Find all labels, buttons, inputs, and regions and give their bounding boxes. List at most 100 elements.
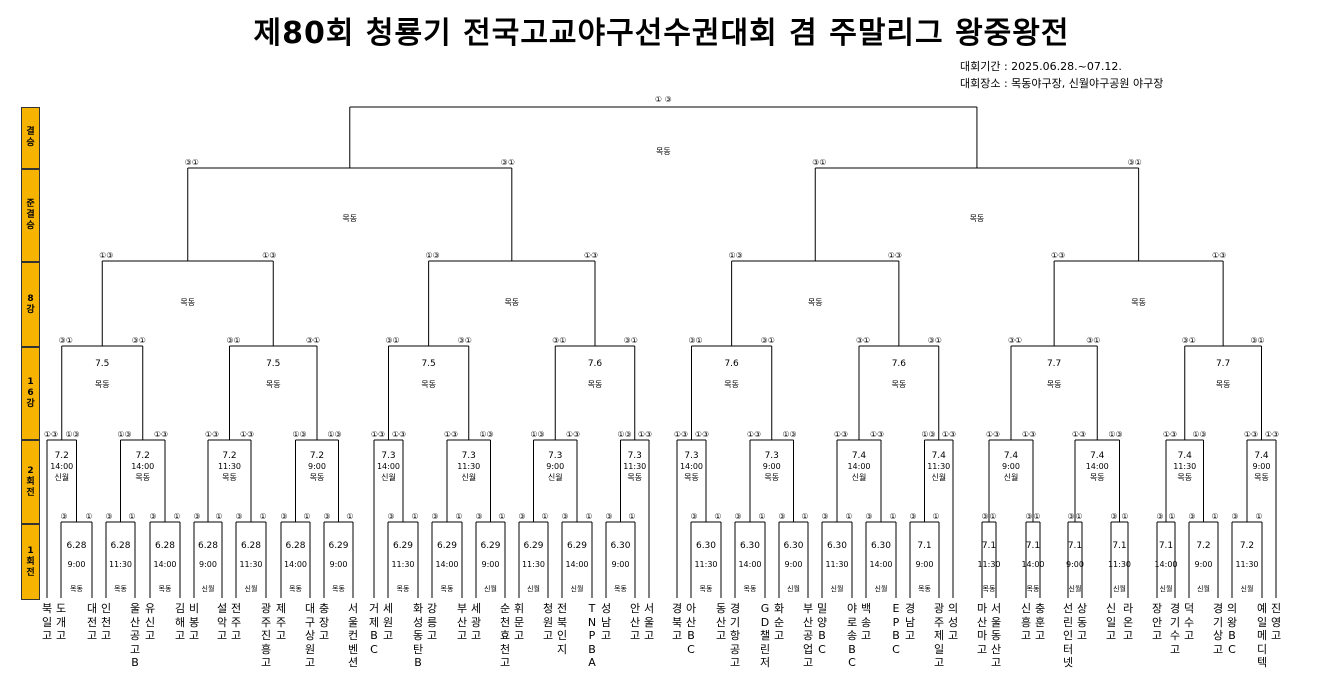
score-mark: ③: [1156, 512, 1163, 521]
score-mark: ①: [1033, 512, 1040, 521]
match-venue: 신월: [1113, 584, 1126, 593]
match-venue: 목동: [1090, 473, 1105, 482]
match-venue: 신월: [875, 584, 888, 593]
match-venue: 신월: [1004, 472, 1019, 482]
match-time: 9:00: [482, 560, 500, 569]
match-date: 7.4: [1004, 451, 1019, 461]
score-mark: ③①: [928, 336, 942, 345]
match-venue: 신월: [461, 472, 476, 482]
score-mark: ①③: [530, 430, 544, 439]
match-venue: 목동: [114, 585, 127, 593]
score-mark: ①: [628, 512, 635, 521]
score-mark: ①: [1075, 512, 1082, 521]
match-time: 9:00: [1253, 462, 1271, 471]
match-time: 14:00: [1021, 560, 1044, 569]
match-time: 11:30: [109, 560, 132, 569]
match-time: 9:00: [68, 560, 86, 569]
score-mark: ①③: [292, 430, 306, 439]
score-mark: ① ③: [655, 95, 672, 104]
match-venue: 목동: [1216, 380, 1231, 389]
match-venue: 목동: [614, 585, 627, 593]
score-mark: ①③: [1072, 430, 1086, 439]
score-mark: ①③: [479, 430, 493, 439]
score-mark: ③: [323, 512, 330, 521]
score-mark: ①: [889, 512, 896, 521]
score-mark: ①: [455, 512, 462, 521]
score-mark: ①: [215, 512, 222, 521]
score-mark: ③①: [458, 336, 472, 345]
score-mark: ①③: [240, 430, 254, 439]
match-time: 9:00: [546, 462, 564, 471]
score-mark: ③: [865, 512, 872, 521]
match-venue: 신월: [1160, 584, 1173, 593]
match-date: 6.30: [740, 541, 760, 551]
match-venue: 목동: [504, 298, 519, 307]
score-mark: ③: [1025, 512, 1032, 521]
score-mark: ①: [932, 512, 939, 521]
score-mark: ①: [585, 512, 592, 521]
match-date: 6.28: [198, 541, 218, 551]
match-time: 9:00: [612, 560, 630, 569]
match-time: 9:00: [1066, 560, 1084, 569]
score-mark: ①③: [782, 430, 796, 439]
match-date: 7.1: [1068, 541, 1082, 551]
match-venue: 신월: [1241, 584, 1254, 593]
score-mark: ①③: [154, 430, 168, 439]
match-venue: 목동: [180, 298, 195, 307]
match-venue: 목동: [441, 585, 454, 593]
match-venue: 목동: [159, 585, 172, 593]
match-time: 14:00: [1086, 462, 1109, 471]
match-venue: 신월: [831, 584, 844, 593]
match-venue: 목동: [744, 585, 757, 593]
score-mark: ①③: [99, 251, 113, 260]
score-mark: ①③: [1022, 430, 1036, 439]
score-mark: ③: [1188, 512, 1195, 521]
match-date: 7.6: [892, 359, 907, 369]
score-mark: ①③: [834, 430, 848, 439]
score-mark: ①③: [1244, 430, 1258, 439]
match-date: 7.4: [1178, 451, 1193, 461]
score-mark: ③: [387, 512, 394, 521]
score-mark: ①: [714, 512, 721, 521]
match-venue: 목동: [95, 380, 110, 389]
match-venue: 목동: [970, 214, 985, 223]
match-venue: 신월: [484, 584, 497, 593]
score-mark: ③①: [552, 336, 566, 345]
score-mark: ③: [149, 512, 156, 521]
match-venue: 목동: [588, 380, 603, 389]
match-time: 11:30: [239, 560, 262, 569]
score-mark: ③: [475, 512, 482, 521]
score-mark: ①: [1255, 512, 1262, 521]
score-mark: ①③: [921, 430, 935, 439]
match-date: 7.2: [222, 451, 236, 461]
score-mark: ①: [346, 512, 353, 521]
match-date: 6.29: [480, 541, 500, 551]
score-mark: ③: [193, 512, 200, 521]
match-venue: 목동: [421, 380, 436, 389]
match-time: 14:00: [565, 560, 588, 569]
score-mark: ①③: [1212, 251, 1226, 260]
score-mark: ③: [909, 512, 916, 521]
score-mark: ③①: [1008, 336, 1022, 345]
score-mark: ①③: [617, 430, 631, 439]
match-time: 9:00: [763, 462, 781, 471]
score-mark: ①③: [205, 430, 219, 439]
match-date: 6.30: [871, 541, 891, 551]
match-venue: 목동: [222, 473, 237, 482]
score-mark: ①③: [584, 251, 598, 260]
match-time: 11:30: [457, 462, 480, 471]
score-mark: ③: [1110, 512, 1117, 521]
match-date: 7.1: [1159, 541, 1173, 551]
score-mark: ①: [801, 512, 808, 521]
score-mark: ①: [303, 512, 310, 521]
score-mark: ③: [778, 512, 785, 521]
match-date: 7.6: [724, 359, 739, 369]
score-mark: ③: [431, 512, 438, 521]
score-mark: ③: [1067, 512, 1074, 521]
match-date: 6.28: [155, 541, 175, 551]
score-mark: ③①: [761, 336, 775, 345]
score-mark: ①: [259, 512, 266, 521]
score-mark: ①③: [1051, 251, 1065, 260]
